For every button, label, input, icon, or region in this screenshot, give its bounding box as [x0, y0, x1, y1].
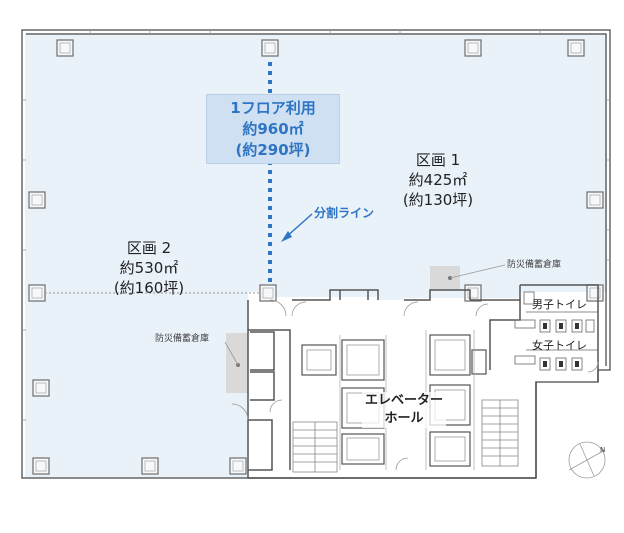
door-swings	[231, 299, 599, 471]
zone2-name: 区画 2	[126, 239, 172, 257]
column-inner	[31, 42, 601, 472]
split-line-label: 分割ライン	[314, 206, 375, 220]
elevator-shaft-lines	[339, 330, 475, 470]
elevator-shafts	[301, 334, 487, 467]
womens-toilet-label: 女子トイレ	[532, 339, 587, 352]
zone1-area-sqm: 約425㎡	[408, 171, 468, 189]
structural-columns	[28, 39, 604, 475]
compass-icon	[568, 441, 606, 479]
total-use-line2: 約960㎡	[242, 120, 304, 138]
storage-room-1	[430, 266, 460, 290]
elevator-hall-line1: エレベーター	[364, 393, 443, 408]
compass-north-label: N	[600, 446, 606, 454]
total-use-line1: 1フロア利用	[230, 99, 316, 117]
elevator-hall-line2: ホール	[384, 411, 424, 426]
split-line-arrow	[281, 213, 313, 242]
toilet-bowls	[543, 323, 579, 367]
storage-room-2-leader	[224, 341, 239, 366]
total-use-line3: (約290坪)	[235, 141, 311, 159]
zone1-area-tsubo: (約130坪)	[402, 191, 474, 209]
mens-toilet-fixtures	[514, 291, 598, 333]
core-walls	[247, 284, 599, 479]
storage-label-1: 防災備蓄倉庫	[507, 260, 562, 270]
office-floor-area	[25, 33, 607, 478]
elevator-hall-label: エレベーター ホール	[362, 392, 446, 428]
mens-toilet-label: 男子トイレ	[532, 298, 587, 311]
zone2-area-tsubo: (約160坪)	[113, 279, 185, 297]
facade-ticks	[22, 30, 610, 421]
womens-toilet-fixtures	[514, 349, 598, 371]
stair-1	[292, 421, 338, 473]
stair-2	[481, 399, 519, 467]
storage-label-2: 防災備蓄倉庫	[155, 334, 210, 344]
storage-room-1-leader	[449, 264, 506, 279]
zone2-label: 区画 2 約530㎡ (約160坪)	[103, 238, 195, 298]
zone1-name: 区画 1	[415, 151, 461, 169]
zone1-label: 区画 1 約425㎡ (約130坪)	[394, 150, 482, 210]
total-floor-label: 1フロア利用 約960㎡ (約290坪)	[206, 94, 340, 164]
zone2-area-sqm: 約530㎡	[119, 259, 179, 277]
